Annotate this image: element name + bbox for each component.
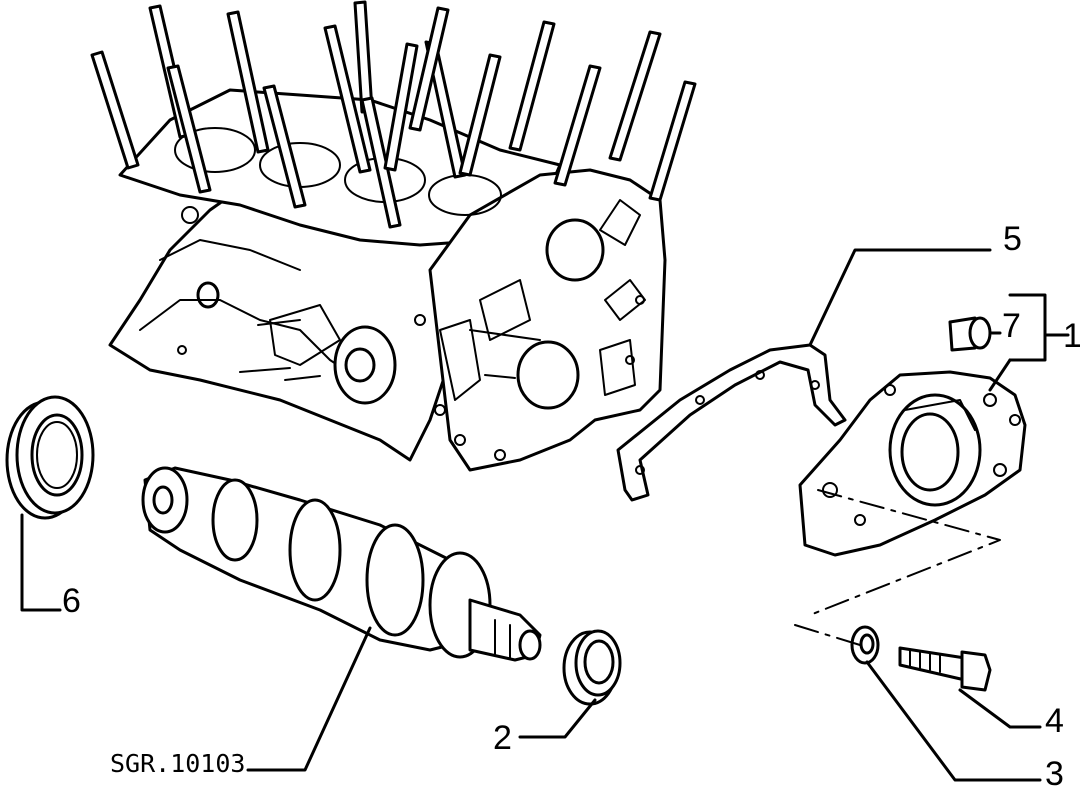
bolt: [898, 646, 992, 692]
crankshaft: [141, 466, 542, 662]
callout-3: 3: [1045, 755, 1064, 786]
callout-2: 2: [493, 719, 512, 757]
rear-oil-seal: [5, 395, 95, 520]
cover-gasket: [616, 343, 847, 502]
callout-5: 5: [1003, 220, 1022, 258]
rear-cover: [798, 370, 1027, 557]
bushing: [948, 316, 992, 352]
callout-4: 4: [1045, 702, 1064, 740]
washer: [850, 625, 880, 665]
leader-lines: [20, 248, 1070, 782]
callout-7: 7: [1002, 307, 1021, 345]
callout-1: 1: [1063, 317, 1080, 355]
front-oil-seal: [562, 629, 622, 706]
reference-code: SGR.10103: [110, 749, 245, 778]
callout-6: 6: [62, 582, 81, 620]
cylinder-head-studs: [90, 0, 697, 229]
alignment-lines: [794, 489, 1001, 646]
